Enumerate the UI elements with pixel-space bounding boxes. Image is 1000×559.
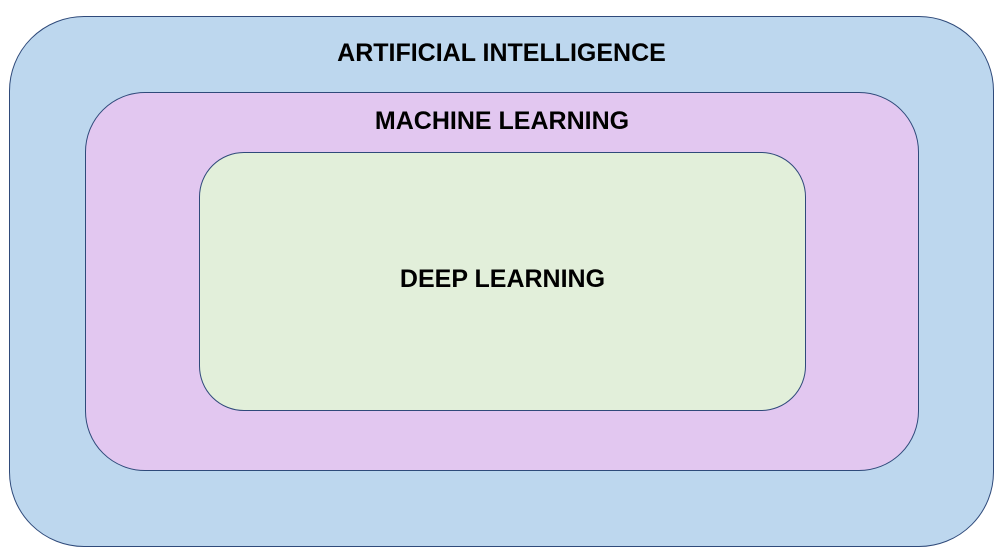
deep-learning-label: DEEP LEARNING bbox=[399, 265, 606, 293]
deep-learning-region: DEEP LEARNING bbox=[199, 152, 806, 411]
machine-learning-label: MACHINE LEARNING bbox=[374, 107, 630, 135]
artificial-intelligence-label: ARTIFICIAL INTELLIGENCE bbox=[337, 39, 666, 67]
